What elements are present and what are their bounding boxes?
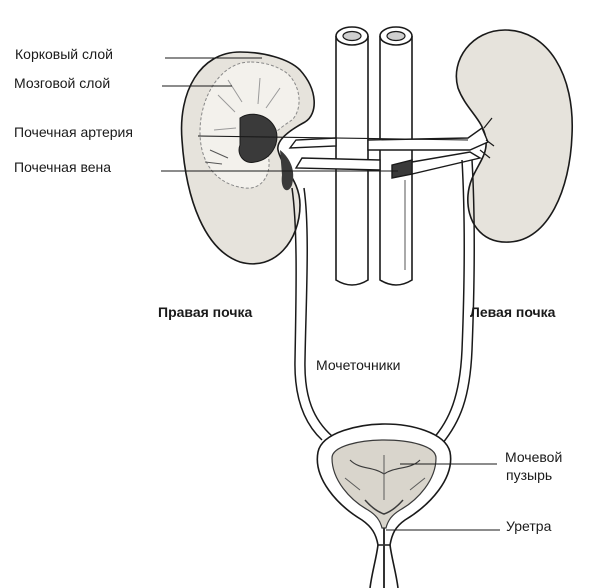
- label-left-kidney: Левая почка: [470, 304, 556, 320]
- label-urethra: Уретра: [506, 518, 552, 534]
- urinary-bladder: [316, 423, 452, 546]
- left-kidney: [455, 29, 573, 243]
- label-renal-vein: Почечная вена: [14, 159, 112, 175]
- label-cortex: Корковый слой: [15, 46, 113, 62]
- label-renal-artery: Почечная артерия: [14, 124, 133, 140]
- label-right-kidney: Правая почка: [158, 304, 253, 320]
- label-medulla: Мозговой слой: [14, 75, 111, 91]
- vena-cava: [379, 36, 413, 286]
- leader-lines: [161, 57, 500, 531]
- leader-renal-artery: [197, 135, 469, 141]
- label-ureters: Мочеточники: [316, 357, 401, 373]
- urethra: [369, 544, 399, 588]
- great-vessels: [335, 26, 413, 286]
- label-bladder-line1: Мочевой: [505, 449, 563, 465]
- ureters: [291, 159, 476, 445]
- label-bladder-line2: пузырь: [506, 467, 553, 483]
- right-kidney: [180, 51, 315, 265]
